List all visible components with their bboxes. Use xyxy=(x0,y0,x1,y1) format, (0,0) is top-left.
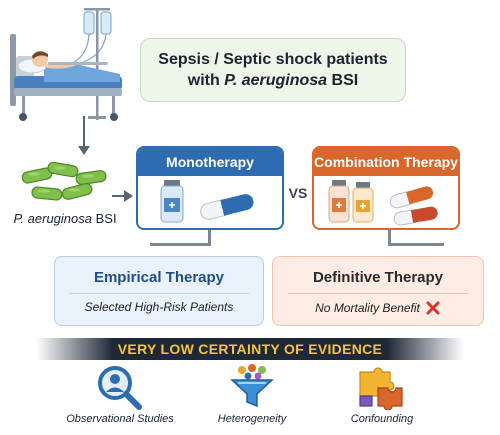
limitation-label-2: Heterogeneity xyxy=(217,413,287,425)
population-prefix: with xyxy=(187,72,225,89)
patient-bed-illustration xyxy=(10,8,122,121)
population-line-1: Sepsis / Septic shock patients xyxy=(158,51,388,68)
banner-background xyxy=(36,338,464,360)
puzzle-icon xyxy=(359,367,403,410)
empirical-subtitle-text: Selected High-Risk Patients xyxy=(84,300,234,314)
versus-label: VS xyxy=(288,185,308,201)
bacteria-organism: P. aeruginosa xyxy=(13,211,92,226)
combo-connector-elbow xyxy=(388,243,444,246)
population-suffix: BSI xyxy=(327,72,359,89)
empirical-therapy-subtitle: Selected High-Risk Patients xyxy=(55,300,263,314)
monotherapy-card: Monotherapy xyxy=(136,146,284,230)
limitation-label-3: Confounding xyxy=(350,413,414,425)
flow-arrow-down-line xyxy=(83,116,85,148)
population-line-2: with P. aeruginosa BSI xyxy=(188,70,358,91)
funnel-icon xyxy=(230,364,274,408)
bacteria-suffix: BSI xyxy=(91,211,117,226)
definitive-therapy-box: Definitive Therapy No Mortality Benefit xyxy=(272,256,484,326)
combination-drugs-icon xyxy=(328,180,438,226)
combination-therapy-card: Combination Therapy xyxy=(312,146,460,230)
bacteria-icon xyxy=(21,161,107,201)
mono-connector-elbow xyxy=(150,243,211,246)
definitive-subtitle-text: No Mortality Benefit xyxy=(315,301,420,315)
empirical-therapy-box: Empirical Therapy Selected High-Risk Pat… xyxy=(54,256,264,326)
definitive-therapy-title: Definitive Therapy xyxy=(312,269,444,286)
definitive-therapy-subtitle: No Mortality Benefit xyxy=(273,300,483,316)
magnifier-person-icon xyxy=(98,366,142,410)
empirical-therapy-title: Empirical Therapy xyxy=(93,269,225,286)
cross-icon xyxy=(426,301,440,315)
mono-connector xyxy=(208,230,211,244)
single-drug-icon xyxy=(160,180,254,223)
flow-arrow-down-head xyxy=(78,146,90,155)
bacteria-label: P. aeruginosa BSI xyxy=(6,211,124,226)
population-organism: P. aeruginosa xyxy=(224,72,328,89)
evidence-certainty-text: VERY LOW CERTAINTY OF EVIDENCE xyxy=(117,341,383,357)
flow-arrow-right-line xyxy=(112,195,126,197)
empirical-divider xyxy=(69,293,249,294)
combo-connector xyxy=(388,230,391,244)
monotherapy-title: Monotherapy xyxy=(138,148,282,176)
limitation-label-1: Observational Studies xyxy=(66,413,174,425)
definitive-divider xyxy=(288,293,468,294)
evidence-certainty-banner: VERY LOW CERTAINTY OF EVIDENCE xyxy=(36,338,464,360)
patient-population-box: Sepsis / Septic shock patients with P. a… xyxy=(140,38,406,102)
combination-therapy-title: Combination Therapy xyxy=(314,148,458,176)
flow-arrow-right-head xyxy=(124,190,133,202)
